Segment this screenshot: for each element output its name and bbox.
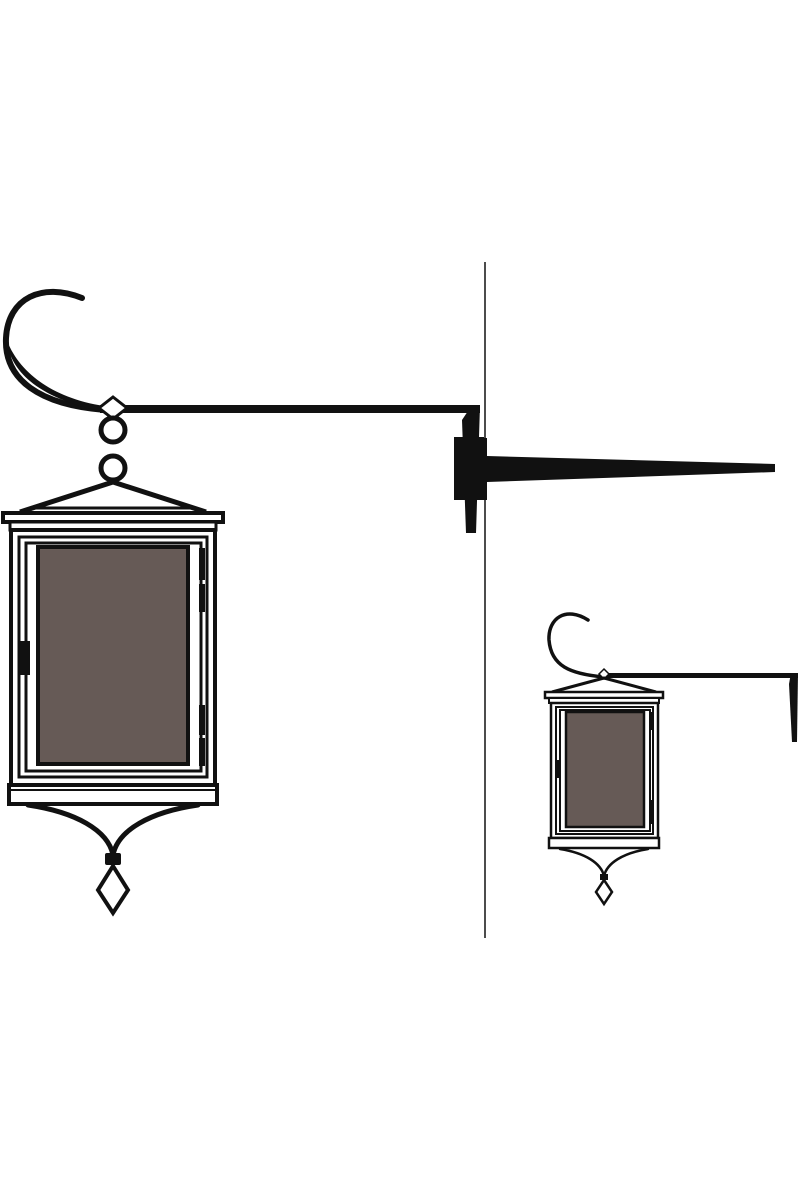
small-lantern-base [547, 836, 661, 850]
small-finial-diamond [594, 877, 614, 907]
small-lantern-roof [551, 676, 657, 694]
small-lantern [543, 667, 665, 907]
lantern-glass-pane [36, 545, 190, 766]
lantern-roof [19, 479, 207, 515]
door-latch [20, 641, 30, 675]
hanger-ring-bottom [98, 453, 128, 483]
hanger-ring-top [98, 415, 128, 445]
finial-diamond [95, 862, 131, 917]
small-lantern-glass-pane [564, 710, 646, 829]
small-lantern-bracket [547, 612, 798, 742]
hinge-bottom [199, 705, 205, 735]
lantern-base [7, 783, 219, 806]
large-lantern-bracket [2, 288, 484, 533]
large-lantern [1, 395, 225, 917]
hinge-top [199, 548, 205, 580]
